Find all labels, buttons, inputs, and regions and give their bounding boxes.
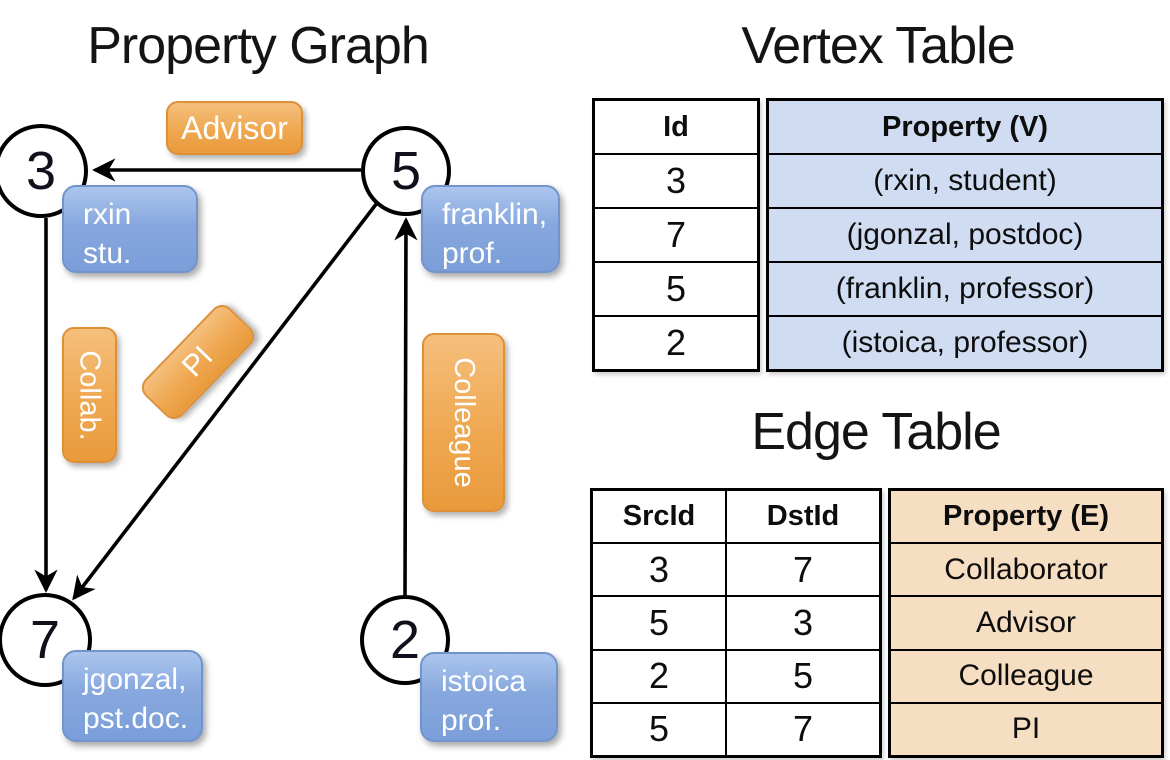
edge-property-cell: Advisor: [975, 606, 1077, 639]
edge-table-srcid-header: SrcId: [622, 500, 696, 533]
table-row: 7: [595, 207, 757, 261]
vertex-property-line: prof.: [442, 237, 503, 270]
edge-src-cell: 2: [648, 655, 670, 697]
edge-label-colleague: Colleague: [422, 333, 505, 512]
vertex-property-line: franklin,: [442, 198, 548, 231]
edge-property-cell: PI: [1011, 712, 1041, 746]
vertex-property-line: jgonzal,: [83, 663, 187, 696]
vertex-table-id-column: Id 3 7 5 2: [592, 98, 760, 372]
edge-dst-cell: 7: [725, 544, 879, 596]
vertex-property-cell: (jgonzal, postdoc): [846, 218, 1084, 251]
vertex-property-line: istoica: [441, 665, 527, 698]
table-row: (jgonzal, postdoc): [769, 207, 1161, 261]
vertex-property-box-5: franklin, prof.: [421, 185, 560, 273]
vertex-id-cell: 2: [665, 322, 687, 363]
vertex-property-line: rxin: [83, 198, 132, 231]
vertex-property-box-3: rxin stu.: [62, 185, 198, 273]
edge-label-text: Collab.: [74, 349, 106, 441]
edge-dst-cell: 7: [725, 703, 879, 756]
property-graph-title: Property Graph: [87, 17, 429, 75]
vertex-property-cell: (franklin, professor): [835, 272, 1095, 305]
vertex-table-id-header: Id: [663, 110, 689, 143]
vertex-table-title: Vertex Table: [741, 17, 1015, 75]
table-row: Collaborator: [891, 542, 1161, 595]
edge-property-cell: Collaborator: [944, 552, 1108, 586]
table-row: Colleague: [891, 648, 1161, 702]
graph-edges-layer: [34, 158, 418, 601]
edge-table-property-column: Property (E) Collaborator Advisor Collea…: [888, 488, 1164, 758]
table-row: Id: [595, 101, 757, 153]
vertex-property-line: stu.: [83, 237, 132, 270]
vertex-property-cell: (istoica, professor): [841, 326, 1089, 359]
table-row: 3 7: [593, 542, 879, 596]
graph-node-2: 2: [360, 595, 450, 685]
table-row: 5 3: [593, 595, 879, 649]
vertex-property-box-7: jgonzal, pst.doc.: [62, 650, 203, 742]
table-row: 2 5: [593, 648, 879, 702]
vertex-table-property-column: Property (V) (rxin, student) (jgonzal, p…: [766, 98, 1164, 372]
node-id-label: 3: [25, 141, 57, 201]
edge-src-cell: 5: [648, 708, 670, 750]
table-row: (franklin, professor): [769, 261, 1161, 315]
node-id-label: 7: [29, 610, 61, 670]
edge-table-dstid-header: DstId: [725, 491, 879, 543]
edge-src-cell: 3: [648, 548, 670, 590]
edge-label-text: Colleague: [448, 357, 481, 488]
node-id-label: 2: [389, 610, 421, 670]
edge-dst-cell: 3: [725, 597, 879, 649]
table-row: PI: [891, 701, 1161, 755]
edge-table-title: Edge Table: [751, 403, 1001, 461]
vertex-property-box-2: istoica prof.: [420, 652, 558, 742]
vertex-table-property-header: Property (V): [882, 110, 1048, 143]
vertex-id-cell: 7: [665, 214, 687, 255]
table-row: 5 7: [593, 701, 879, 756]
edge-label-text: Advisor: [181, 109, 288, 146]
edge-src-cell: 5: [648, 602, 670, 643]
table-row: 5: [595, 261, 757, 315]
table-row: Advisor: [891, 595, 1161, 648]
vertex-property-line: prof.: [441, 704, 502, 737]
table-row: 3: [595, 153, 757, 207]
edge-arrow-5-to-7: [72, 201, 379, 601]
edge-dst-cell: 5: [725, 650, 879, 702]
edge-arrow-2-to-5: [394, 217, 418, 597]
table-row: 2: [595, 315, 757, 369]
vertex-id-cell: 3: [665, 160, 687, 201]
vertex-id-cell: 5: [665, 268, 687, 309]
vertex-property-cell: (rxin, student): [873, 164, 1057, 197]
edge-label-collab: Collab.: [62, 327, 117, 463]
edge-property-cell: Colleague: [958, 659, 1094, 693]
edge-table-property-header: Property (E): [943, 500, 1109, 533]
table-row: Property (E): [891, 491, 1161, 542]
edge-table-id-columns: SrcId DstId 3 7 5 3 2 5 5 7: [590, 488, 882, 758]
edge-label-advisor: Advisor: [166, 101, 303, 155]
table-row: (istoica, professor): [769, 315, 1161, 369]
table-row: SrcId DstId: [593, 491, 879, 543]
table-row: (rxin, student): [769, 153, 1161, 207]
table-row: Property (V): [769, 101, 1161, 153]
node-id-label: 5: [390, 141, 422, 201]
vertex-property-line: pst.doc.: [83, 702, 189, 735]
edge-label-text: PI: [175, 339, 220, 384]
